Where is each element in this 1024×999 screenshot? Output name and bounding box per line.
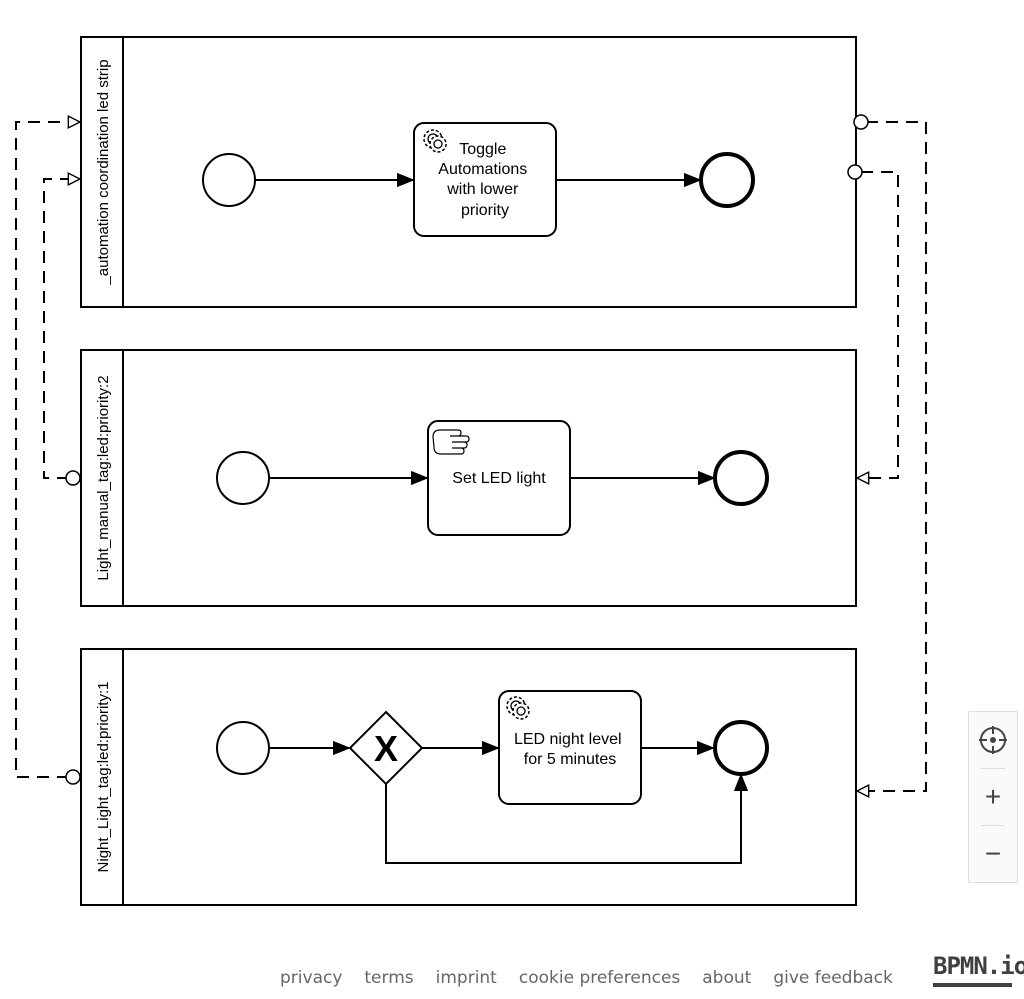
zoom-controls: + − [968, 711, 1018, 883]
manual-task-set-led-light[interactable]: Set LED light [427, 420, 571, 536]
give-feedback-link[interactable]: give feedback [773, 968, 893, 988]
zoom-out-button[interactable]: − [984, 838, 1002, 869]
task-label: LED night level for 5 minutes [514, 731, 626, 768]
participant-night-light[interactable]: Night_Light_tag:led:priority:1 [80, 648, 857, 906]
footer-links: privacy terms imprint cookie preferences… [280, 966, 893, 990]
crosshair-icon [979, 726, 1007, 754]
about-link[interactable]: about [702, 968, 752, 988]
reset-zoom-button[interactable] [969, 712, 1017, 768]
message-flow[interactable] [857, 171, 899, 478]
end-event[interactable] [713, 450, 769, 506]
gear-icon [423, 129, 447, 153]
participant-label: _automation coordination led strip [95, 59, 112, 285]
task-label: Set LED light [452, 470, 546, 487]
hand-icon [432, 429, 470, 455]
message-flow-source [853, 114, 869, 130]
end-event[interactable] [699, 152, 755, 208]
bpmn-io-logo[interactable]: BPMN.io [933, 952, 1024, 980]
imprint-link[interactable]: imprint [435, 968, 497, 988]
message-flow[interactable] [15, 122, 80, 778]
message-flow[interactable] [857, 121, 927, 791]
start-event[interactable] [216, 721, 270, 775]
message-flow[interactable] [43, 179, 80, 479]
message-flow-source [65, 769, 81, 785]
privacy-link[interactable]: privacy [280, 968, 343, 988]
message-flow-source [65, 470, 81, 486]
sequence-flow-default[interactable] [385, 773, 749, 864]
divider [981, 825, 1005, 826]
participant-label: Light_manual_tag:led:priority:2 [95, 375, 112, 580]
gear-icon [506, 696, 530, 720]
cookie-preferences-link[interactable]: cookie preferences [518, 968, 681, 988]
service-task-toggle-automations[interactable]: Toggle Automations with lower priority [413, 122, 557, 237]
terms-link[interactable]: terms [364, 968, 414, 988]
divider [981, 768, 1005, 769]
logo-underline [933, 983, 1012, 987]
start-event[interactable] [216, 451, 270, 505]
end-event[interactable] [713, 720, 769, 776]
start-event[interactable] [202, 153, 256, 207]
message-flow-source [847, 164, 863, 180]
gateway-x-icon: X [374, 728, 398, 769]
task-label: Toggle Automations with lower priority [438, 141, 531, 219]
participant-label: Night_Light_tag:led:priority:1 [95, 682, 112, 873]
service-task-led-night-level[interactable]: LED night level for 5 minutes [498, 690, 642, 805]
zoom-in-button[interactable]: + [984, 781, 1002, 812]
